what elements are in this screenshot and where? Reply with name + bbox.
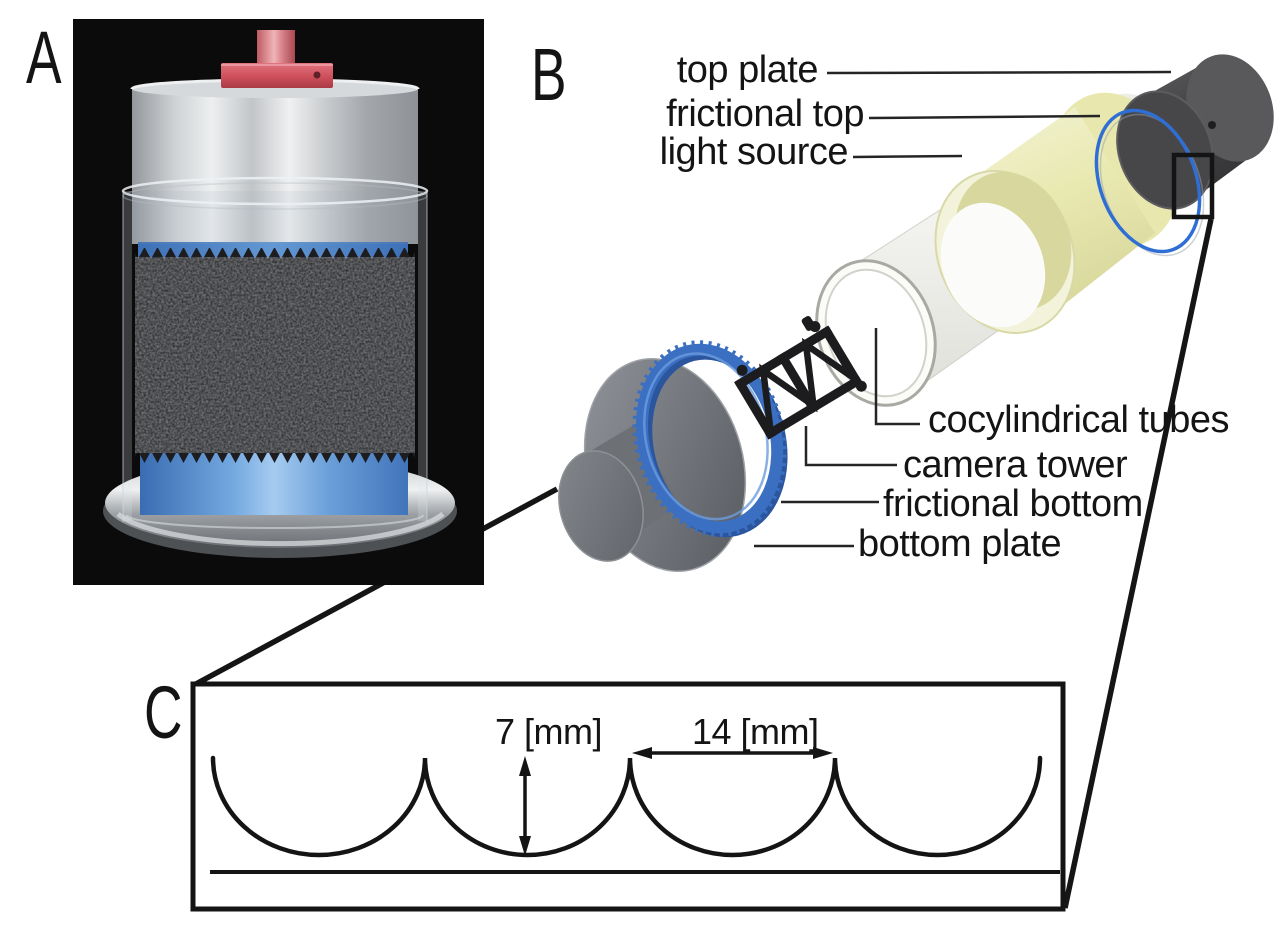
connector-line-left [192, 486, 559, 688]
dimension-height-text: 7 [mm] [495, 711, 603, 752]
glass-cylinder [121, 176, 429, 529]
leader-camera-tower [804, 426, 897, 467]
leader-lines [754, 70, 1172, 548]
camera-tower-part [734, 315, 867, 440]
connector-line-right [1062, 218, 1214, 909]
cap-hole [313, 71, 321, 79]
label-bottom-plate: bottom plate [858, 523, 1062, 565]
dimension-arrow-width [632, 747, 833, 759]
leader-light-source [852, 154, 963, 159]
label-light-source: light source [659, 131, 849, 173]
label-top-plate: top plate [676, 49, 819, 91]
panel-b-diagram [558, 54, 1274, 909]
dimension-arrow-height [519, 756, 531, 856]
panel-a-photo [73, 19, 484, 585]
panel-c-letter: C [144, 671, 183, 754]
leader-top-plate [826, 70, 1172, 75]
drive-cap-red [221, 30, 333, 88]
light-source-part [934, 92, 1180, 334]
top-plate-part [1116, 54, 1274, 210]
panel-a-letter: A [26, 16, 62, 99]
frictional-top-part [1094, 108, 1205, 257]
label-frictional-top: frictional top [666, 93, 864, 135]
panel-c-drawing [190, 681, 1066, 912]
granular-medium [135, 248, 415, 463]
leader-frictional-top [868, 114, 1101, 120]
label-frictional-bottom: frictional bottom [883, 483, 1143, 525]
leader-cocylindrical-tubes [874, 328, 920, 426]
dimension-width-text: 14 [mm] [692, 711, 819, 752]
detail-box [190, 681, 1066, 912]
panel-b-letter: B [531, 33, 567, 116]
label-cocylindrical-tubes: cocylindrical tubes [928, 399, 1229, 441]
label-camera-tower: camera tower [903, 444, 1128, 486]
frictional-bottom-band [140, 453, 408, 515]
scalloped-groove-profile [210, 755, 1043, 858]
detail-inset-box [1171, 152, 1215, 220]
top-plate-hole [1208, 121, 1216, 129]
